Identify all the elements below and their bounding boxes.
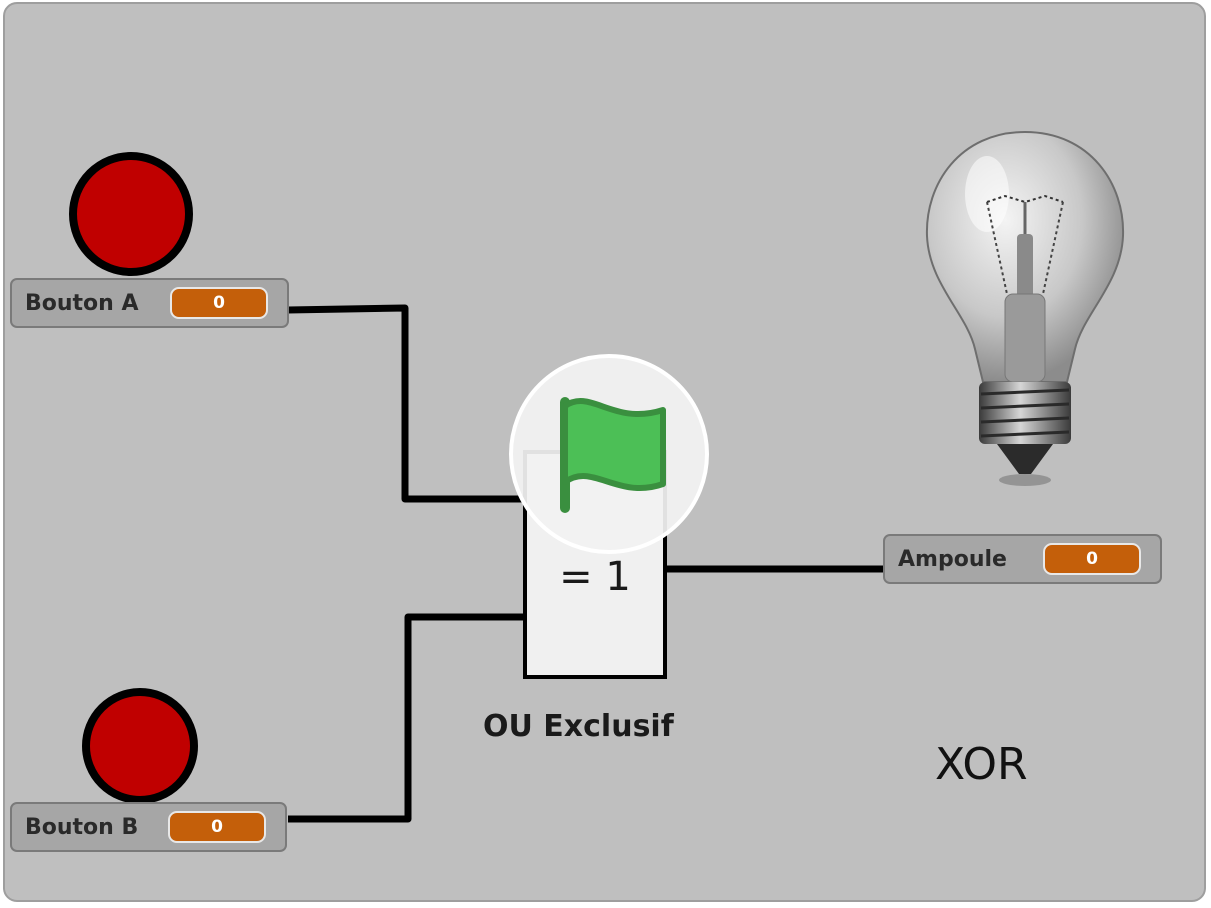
button-b-icon[interactable]	[82, 688, 198, 804]
xor-title: XOR	[935, 739, 1028, 790]
light-bulb-icon[interactable]	[905, 124, 1145, 504]
green-flag-button[interactable]	[509, 354, 709, 554]
monitor-label: Ampoule	[898, 546, 1007, 572]
circuit-wires	[287, 304, 883, 823]
monitor-ampoule: Ampoule 0	[883, 534, 1162, 584]
green-flag-icon	[560, 397, 666, 513]
gate-symbol: = 1	[559, 554, 631, 600]
button-a-icon[interactable]	[69, 152, 193, 276]
gate-caption: OU Exclusif	[483, 709, 674, 744]
monitor-value: 0	[168, 811, 266, 843]
monitor-bouton-a: Bouton A 0	[10, 278, 289, 328]
wire-a	[287, 304, 523, 503]
wire-b	[288, 613, 523, 823]
monitor-label: Bouton B	[25, 814, 139, 840]
monitor-value: 0	[1043, 543, 1141, 575]
monitor-label: Bouton A	[25, 290, 139, 316]
monitor-bouton-b: Bouton B 0	[10, 802, 287, 852]
stage: Bouton A 0 Bouton B 0 Ampoule 0 = 1 OU E…	[3, 2, 1206, 902]
monitor-value: 0	[170, 287, 268, 319]
